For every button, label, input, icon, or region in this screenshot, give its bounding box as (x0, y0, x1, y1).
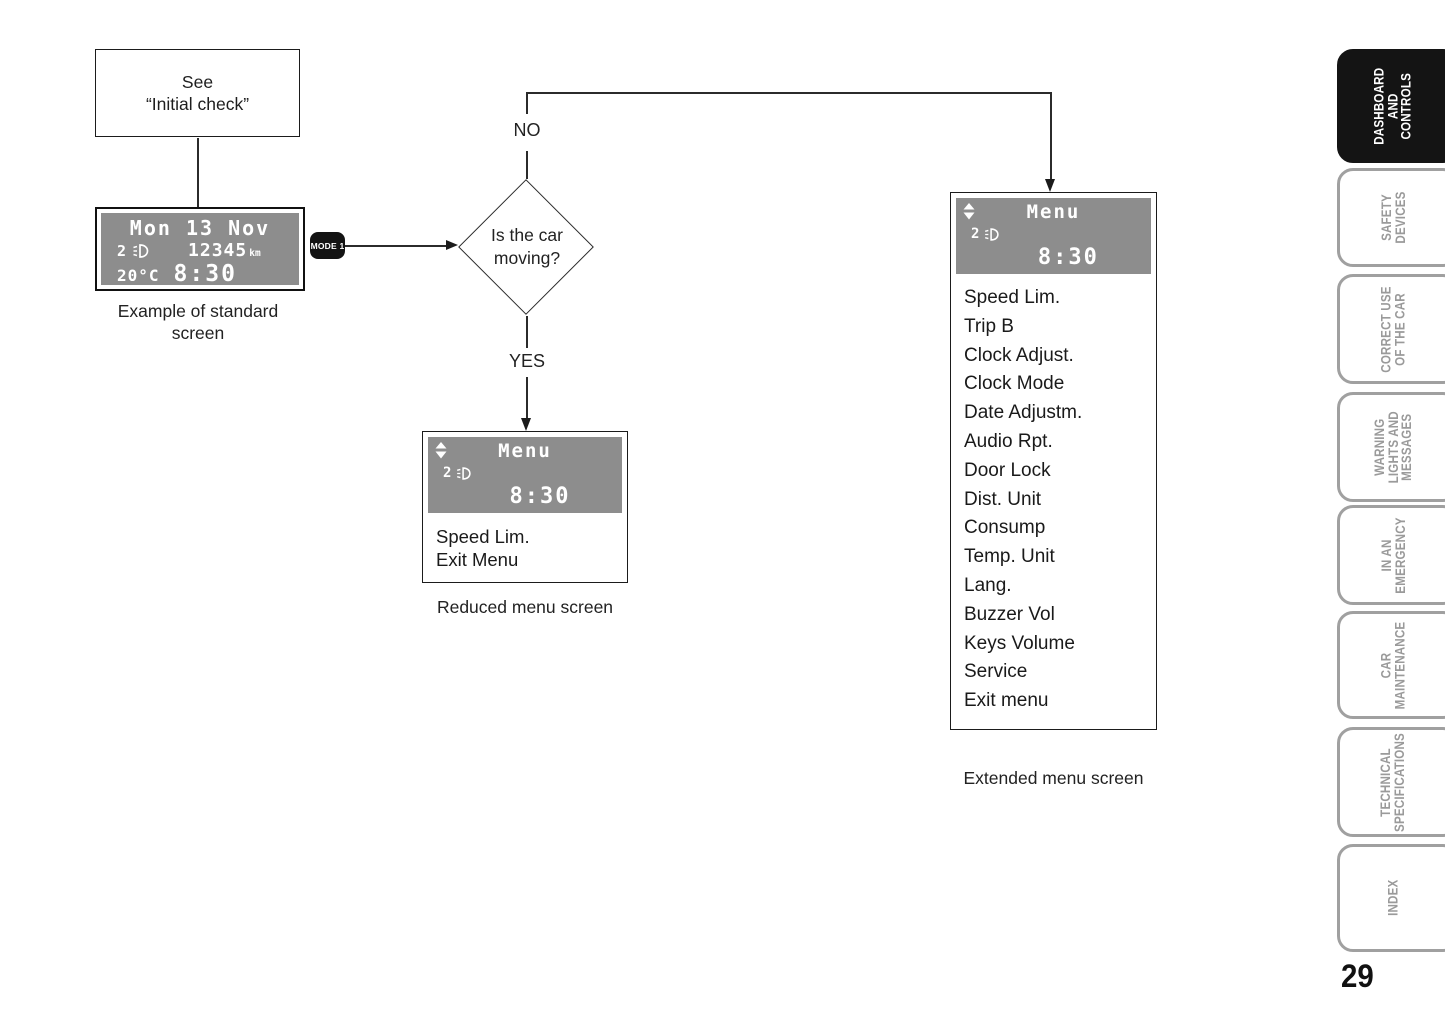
lcd-gear-indicator: 2 (117, 241, 128, 260)
low-beam-headlight-icon (985, 227, 1000, 241)
arrowhead-right-icon (446, 240, 458, 250)
mode-button: MODE 1 (310, 232, 345, 259)
tab-label: IN AN EMERGENCY (1378, 516, 1408, 594)
menu-item: Buzzer Vol (964, 603, 1055, 625)
lcd-clock: 8:30 (173, 261, 237, 287)
tab-label: SAFETY DEVICES (1378, 191, 1407, 244)
tab-correct-use-of-the-car[interactable]: CORRECT USE OF THE CAR (1337, 274, 1445, 384)
see-initial-check-box: See “Initial check” (95, 49, 300, 137)
menu-item: Exit Menu (436, 548, 519, 570)
tab-car-maintenance[interactable]: CAR MAINTENANCE (1337, 611, 1445, 719)
lcd-temperature: 20°C (117, 266, 160, 285)
yes-branch-label: YES (508, 351, 546, 371)
lcd-date: Mon 13 Nov (129, 216, 271, 240)
arrowhead-down-icon (1045, 179, 1055, 192)
menu-item: Date Adjustm. (964, 402, 1083, 424)
low-beam-headlight-icon (457, 466, 472, 480)
connector-to-extended-menu (1050, 92, 1052, 180)
tab-label: DASHBOARD AND CONTROLS (1371, 67, 1414, 145)
tab-dashboard-and-controls[interactable]: DASHBOARD AND CONTROLS (1337, 49, 1445, 163)
connector-seebox-to-screen (197, 138, 199, 207)
standard-screen: Mon 13 Nov 2 12345 km 20°C 8:30 (95, 207, 305, 291)
menu-item: Audio Rpt. (964, 430, 1053, 452)
connector-diamond-no-lower (526, 151, 528, 179)
extended-menu-lcd-header: Menu 2 8:30 (956, 198, 1151, 274)
arrowhead-down-icon (521, 418, 531, 431)
extended-menu-screen: Menu 2 8:30 Speed Lim. Trip B Clock Adjust… (950, 192, 1157, 730)
menu-item: Clock Mode (964, 373, 1065, 395)
menu-title: Menu (498, 440, 552, 462)
tab-label: CAR MAINTENANCE (1378, 621, 1407, 709)
page-number: 29 (1341, 958, 1374, 994)
tab-safety-devices[interactable]: SAFETY DEVICES (1337, 168, 1445, 267)
tab-in-an-emergency[interactable]: IN AN EMERGENCY (1337, 505, 1445, 605)
extended-menu-caption: Extended menu screen (963, 768, 1144, 788)
menu-item: Service (964, 661, 1028, 683)
standard-screen-lcd: Mon 13 Nov 2 12345 km 20°C 8:30 (101, 213, 299, 287)
connector-diamond-yes-lower (526, 377, 528, 419)
tab-technical-specifications[interactable]: TECHNICAL SPECIFICATIONS (1337, 727, 1445, 837)
tab-label: WARNING LIGHTS AND MESSAGES (1371, 410, 1414, 484)
no-branch-label: NO (513, 120, 541, 140)
menu-title: Menu (1026, 201, 1081, 223)
tab-label: INDEX (1385, 879, 1401, 917)
menu-item: Speed Lim. (436, 526, 530, 547)
reduced-menu-caption: Reduced menu screen (436, 597, 614, 617)
tab-index[interactable]: INDEX (1337, 844, 1445, 952)
scroll-updown-icon (435, 442, 447, 459)
lcd-gear-indicator: 2 (971, 226, 980, 242)
connector-mode-to-diamond (345, 245, 446, 247)
reduced-menu-items: Speed Lim.Exit Menu (423, 513, 627, 571)
lcd-gear-indicator: 2 (443, 465, 452, 481)
tab-label: TECHNICAL SPECIFICATIONS (1378, 732, 1408, 832)
low-beam-headlight-icon (133, 243, 149, 258)
lcd-odometer: 12345 (188, 240, 248, 261)
lcd-odometer-unit: km (249, 248, 261, 259)
lcd-clock: 8:30 (509, 484, 571, 509)
menu-item: Lang. (964, 574, 1012, 596)
menu-item: Speed Lim. (964, 287, 1061, 308)
menu-item: Door Lock (964, 459, 1051, 481)
reduced-menu-lcd-header: Menu 2 8:30 (428, 437, 622, 513)
connector-diamond-yes-upper (526, 316, 528, 348)
menu-item: Exit menu (964, 690, 1049, 712)
menu-item: Trip B (964, 315, 1014, 337)
scroll-updown-icon (963, 203, 975, 220)
connector-no-horizontal (526, 92, 1052, 94)
menu-item: Keys Volume (964, 632, 1075, 654)
lcd-clock: 8:30 (1037, 245, 1099, 270)
menu-item: Temp. Unit (964, 546, 1055, 568)
menu-item: Clock Adjust. (964, 344, 1074, 366)
tab-label: CORRECT USE OF THE CAR (1378, 285, 1408, 373)
tab-warning-lights-and-messages[interactable]: WARNING LIGHTS AND MESSAGES (1337, 392, 1445, 502)
decision-question: Is the car moving? (491, 225, 563, 268)
reduced-menu-screen: Menu 2 8:30 Speed Lim.Exit Menu (422, 431, 628, 583)
menu-item: Consump (964, 517, 1046, 539)
standard-screen-caption: Example of standard screen (117, 301, 279, 343)
connector-diamond-no-upper (526, 92, 528, 114)
menu-item: Dist. Unit (964, 488, 1042, 510)
